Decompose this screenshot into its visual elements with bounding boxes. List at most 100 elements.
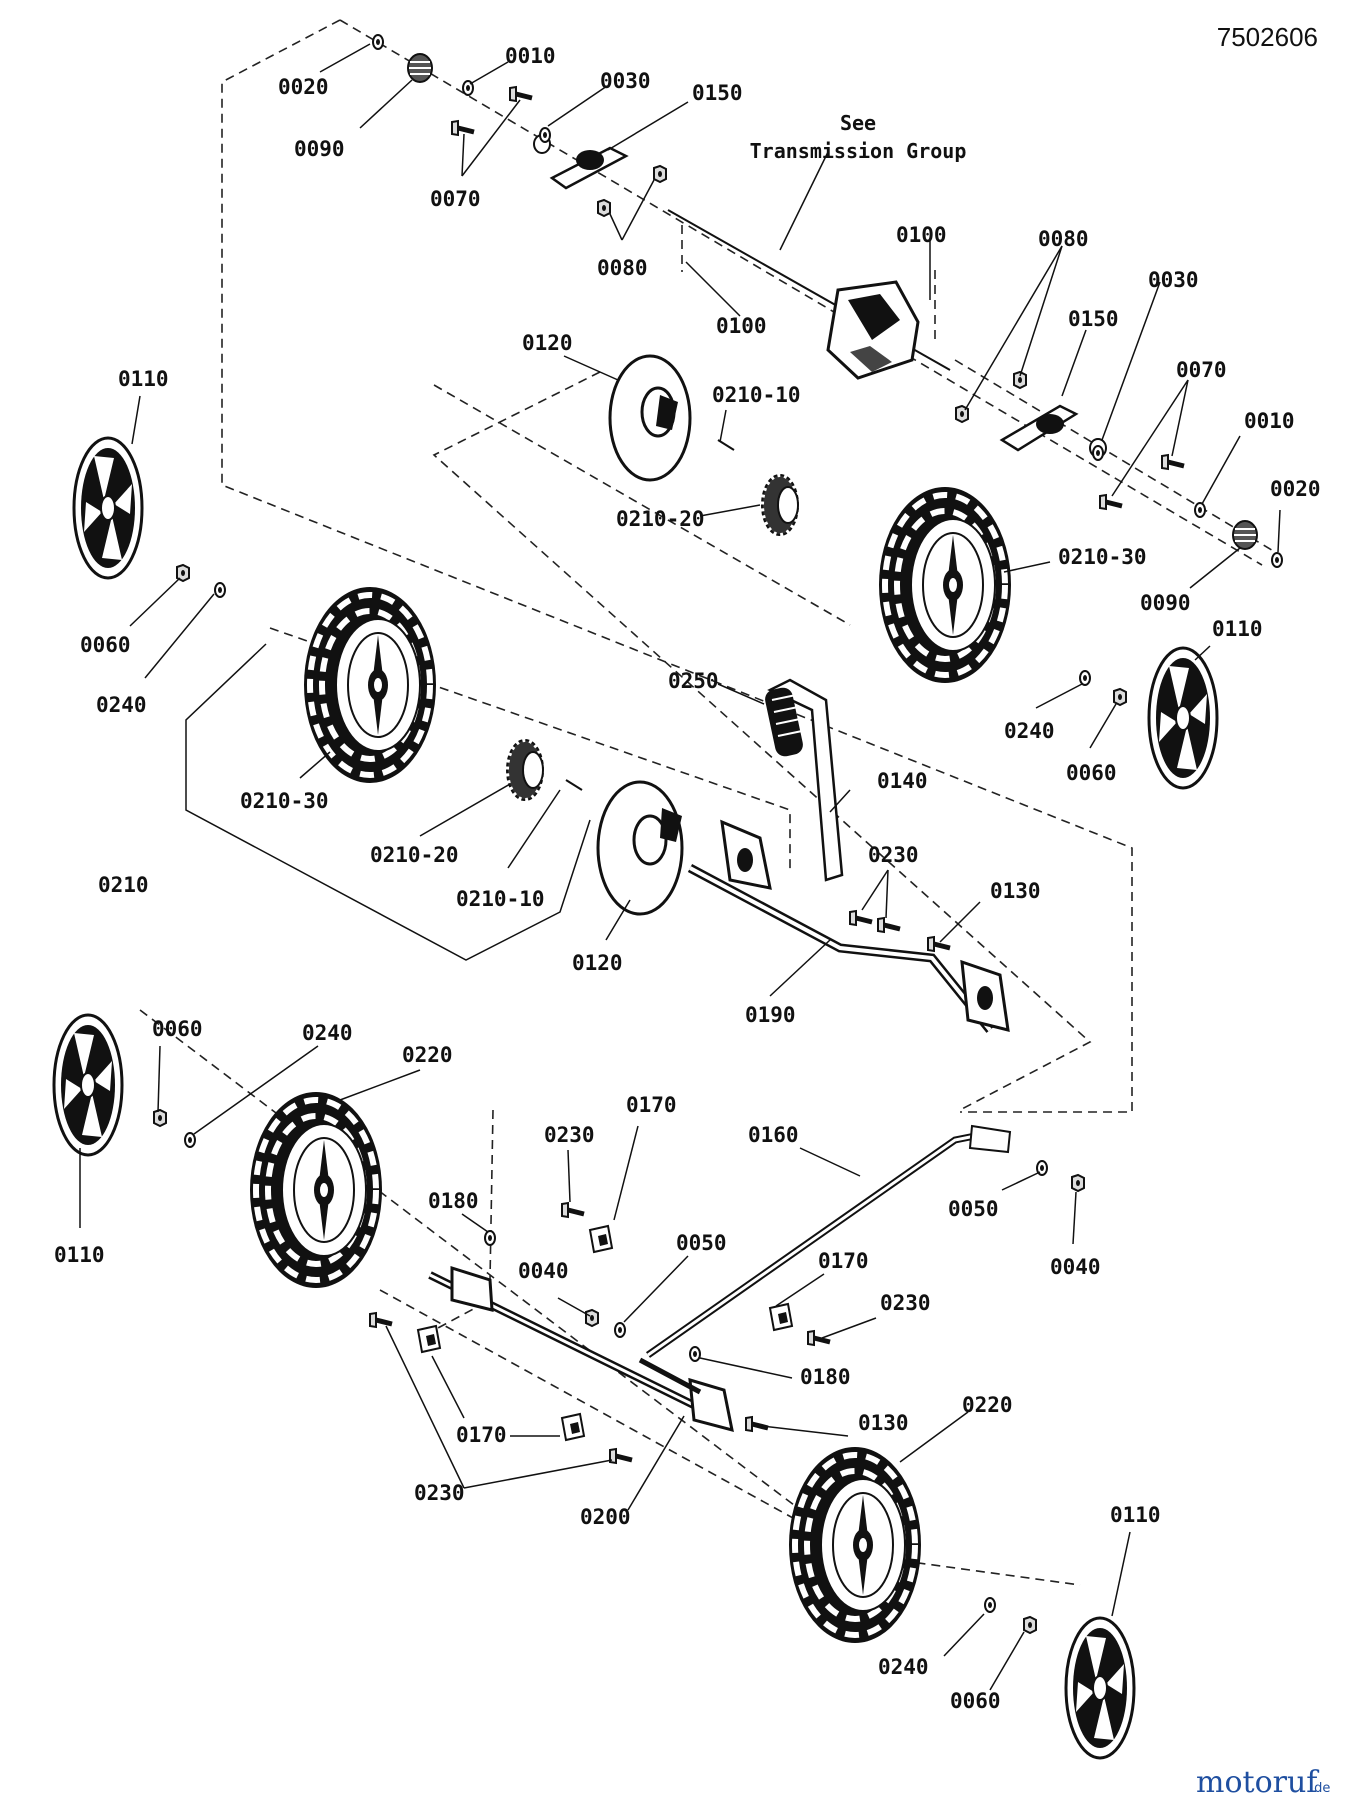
washer-axle-mid [614, 1322, 626, 1338]
front-wheel-left [250, 1092, 382, 1288]
screw-clip-lower [610, 1449, 632, 1463]
part-label: 0160 [748, 1123, 799, 1147]
flat-washer-right-lower [984, 1597, 996, 1613]
height-clip-upper [589, 1225, 613, 1253]
part-label: 0080 [1038, 227, 1089, 251]
spring-clip-upper [484, 1230, 496, 1246]
part-label: 0060 [80, 633, 131, 657]
part-label: 0010 [505, 44, 556, 68]
part-label: 0090 [294, 137, 345, 161]
part-label: 0070 [1176, 358, 1227, 382]
part-label: 0100 [896, 223, 947, 247]
part-label: 0210-30 [240, 789, 329, 813]
document-number: 7502606 [1217, 22, 1318, 52]
part-label: 0220 [962, 1393, 1013, 1417]
hex-nut-left-lower [153, 1109, 167, 1127]
bolt-top-2 [452, 121, 474, 135]
flat-washer-left-lower [184, 1132, 196, 1148]
height-adjust-rod [645, 1124, 1012, 1358]
part-label: 0140 [877, 769, 928, 793]
pinion-gear-top-left [407, 53, 433, 83]
part-label: 0100 [716, 314, 767, 338]
retaining-ring-right [1271, 552, 1283, 568]
bolt-axle-upper [928, 937, 950, 951]
part-label: 0120 [572, 951, 623, 975]
leader-lines [79, 43, 1281, 1691]
part-label: 0210 [98, 873, 149, 897]
part-label: 0210-10 [712, 383, 801, 407]
note-line-1: See [840, 111, 876, 135]
part-label: 0130 [990, 879, 1041, 903]
nut-axle-mid [585, 1309, 599, 1327]
watermark-suffix: .de [1310, 1781, 1330, 1796]
hubcap-right-lower [1064, 1616, 1136, 1760]
part-label: 0210-20 [616, 507, 705, 531]
drive-gear-left [505, 738, 545, 802]
front-wheel-right [789, 1447, 921, 1643]
lock-washer-right [1194, 502, 1206, 518]
drive-disc-left [596, 780, 684, 916]
screw-lever-1 [850, 911, 872, 925]
hubcap-left-lower [52, 1013, 124, 1157]
part-label: 0150 [1068, 307, 1119, 331]
part-label: 0230 [544, 1123, 595, 1147]
bearing-bracket-top [533, 134, 629, 190]
watermark: motoruf .de [1196, 1765, 1330, 1800]
part-label: 0090 [1140, 591, 1191, 615]
part-label: 0120 [522, 331, 573, 355]
part-label: 0180 [428, 1189, 479, 1213]
rear-wheel-right [879, 487, 1011, 683]
part-label: 0070 [430, 187, 481, 211]
rear-axle-assembly [687, 819, 1010, 1033]
nut-rod-end [1071, 1174, 1085, 1192]
screw-clip-right [808, 1331, 830, 1345]
part-label: 0060 [1066, 761, 1117, 785]
hex-nut-right-lower [1023, 1616, 1037, 1634]
bearing-bracket-right [999, 404, 1107, 458]
part-label: 0240 [1004, 719, 1055, 743]
drive-gear-right [760, 473, 800, 537]
part-label: 0240 [878, 1655, 929, 1679]
part-label: 0110 [1110, 1503, 1161, 1527]
part-label: 0200 [580, 1505, 631, 1529]
part-label: 0050 [676, 1231, 727, 1255]
hubcap-right-upper [1147, 646, 1219, 790]
flat-washer-right-upper [1079, 670, 1091, 686]
bolt-axle-lower [746, 1417, 768, 1431]
part-label: 0010 [1244, 409, 1295, 433]
part-label: 0220 [402, 1043, 453, 1067]
hex-nut-right-upper [1113, 688, 1127, 706]
part-label: 0250 [668, 669, 719, 693]
bolt-right-2 [1100, 495, 1122, 509]
height-clip-right [769, 1303, 793, 1331]
part-label: 0240 [302, 1021, 353, 1045]
retaining-ring-top [372, 34, 384, 50]
front-axle-assembly [428, 1265, 734, 1433]
part-label: 0210-20 [370, 843, 459, 867]
part-label: 0060 [152, 1017, 203, 1041]
drive-disc-top [608, 354, 692, 482]
part-label: 0040 [518, 1259, 569, 1283]
part-label: 0170 [818, 1249, 869, 1273]
height-clip-left [417, 1325, 441, 1353]
screw-lever-2 [878, 918, 900, 932]
screw-clip-left [370, 1313, 392, 1327]
flat-washer-left-upper [214, 582, 226, 598]
hubcap-left-upper [72, 436, 144, 580]
part-label: 0030 [600, 69, 651, 93]
handle-grip [765, 687, 803, 757]
part-label: 0030 [1148, 268, 1199, 292]
washer-top [539, 127, 551, 143]
part-label: 0190 [745, 1003, 796, 1027]
part-labels: 0010 0020 0030 0150 0090 0070 0080 0100 … [54, 44, 1321, 1713]
nut-top-2 [597, 199, 611, 217]
part-label: 0110 [1212, 617, 1263, 641]
part-label: 0210-10 [456, 887, 545, 911]
spring-clip-lower [689, 1346, 701, 1362]
part-label: 0230 [880, 1291, 931, 1315]
part-label: 0230 [414, 1481, 465, 1505]
rear-wheel-left [304, 587, 436, 783]
watermark-brand: motoruf [1196, 1765, 1319, 1800]
part-label: 0080 [597, 256, 648, 280]
